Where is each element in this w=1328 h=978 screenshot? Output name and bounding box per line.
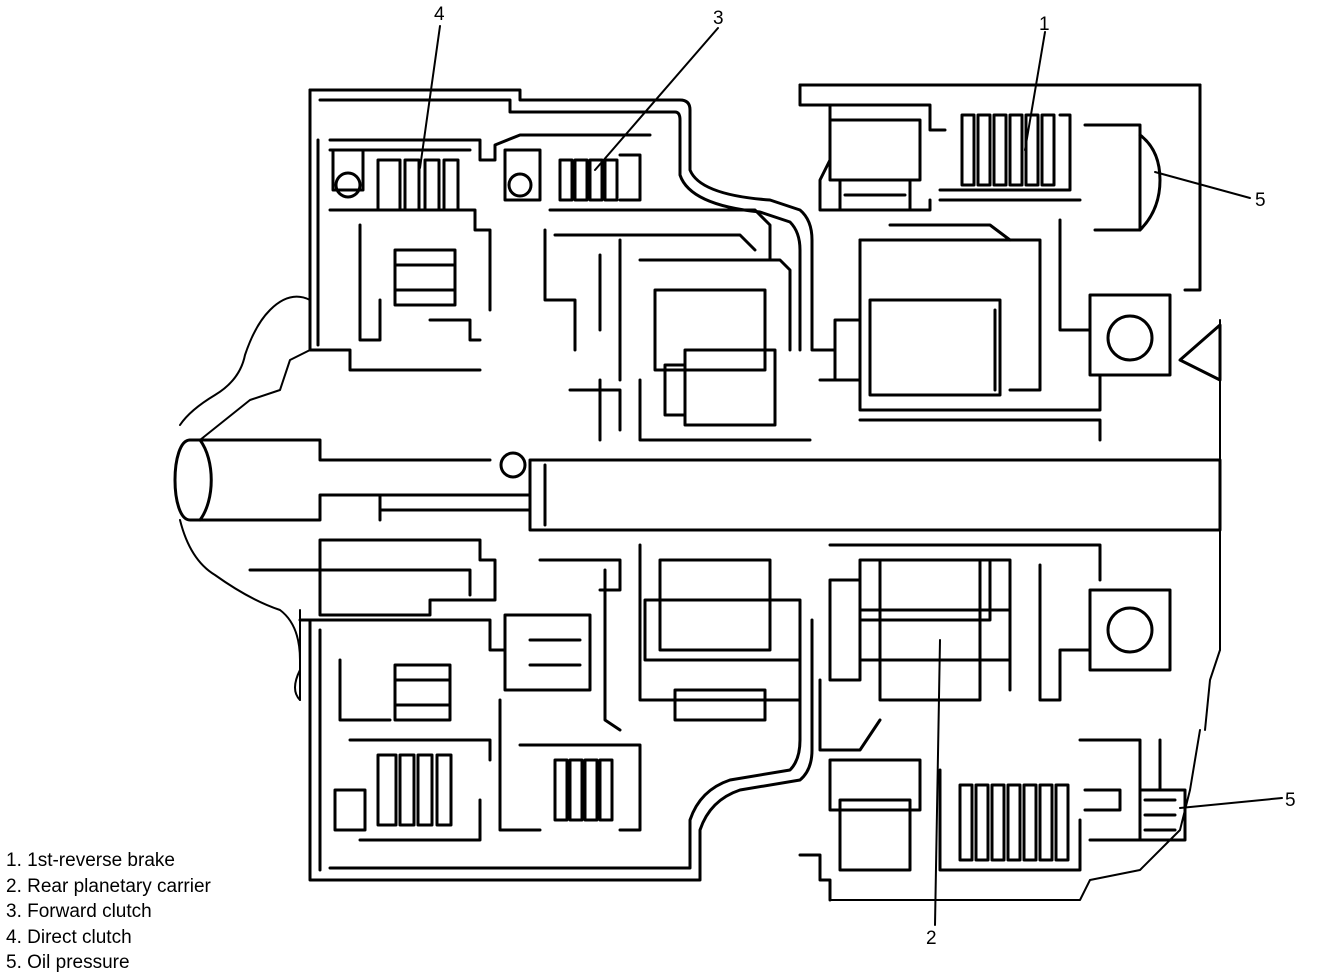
leader-line-4 — [419, 25, 441, 169]
legend-item: 4. Direct clutch — [6, 926, 132, 948]
leader-line-5b — [1179, 797, 1283, 809]
callout-2: 2 — [926, 928, 937, 949]
lower-housing — [248, 538, 814, 882]
legend-item: 3. Forward clutch — [6, 901, 152, 922]
callout-5-lower: 5 — [1285, 790, 1296, 811]
legend-item: 5. Oil pressure — [6, 952, 130, 973]
leader-lines — [419, 25, 1283, 926]
upper-right-section — [798, 83, 1222, 442]
upper-housing — [308, 88, 827, 442]
casing-break-left — [179, 295, 311, 701]
callout-1: 1 — [1039, 14, 1050, 35]
callout-5-upper: 5 — [1255, 190, 1266, 211]
leader-line-2 — [934, 639, 941, 926]
callout-3: 3 — [713, 8, 724, 29]
parts-legend: 1. 1st-reverse brake 2. Rear planetary c… — [6, 848, 211, 976]
leader-line-1 — [1024, 31, 1046, 151]
legend-item: 2. Rear planetary carrier — [6, 875, 211, 897]
legend-item: 1. 1st-reverse brake — [6, 850, 175, 871]
leader-line-3 — [594, 27, 719, 171]
main-shaft — [173, 319, 1222, 651]
leader-line-5a — [1154, 171, 1251, 199]
callout-4: 4 — [434, 4, 445, 25]
lower-right-section — [798, 543, 1221, 902]
